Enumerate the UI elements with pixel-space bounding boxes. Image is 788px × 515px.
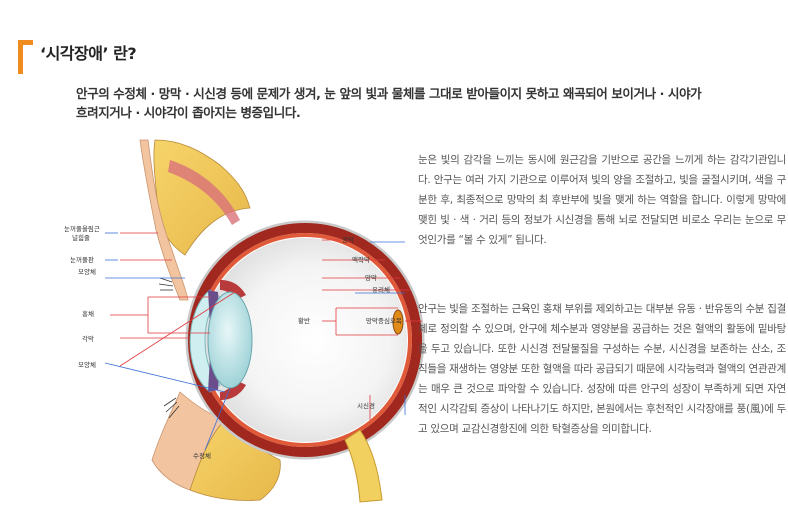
label-iris: 홍채 [82, 309, 94, 318]
title-bracket-decoration [18, 40, 33, 74]
intro-line-1: 안구의 수정체 · 망막 · 시신경 등에 문제가 생겨, 눈 앞의 빛과 물체… [76, 86, 702, 101]
label-sclera: 공막 [342, 235, 354, 244]
label-vitreous: 유리체 [372, 285, 390, 294]
optic-nerve-shape [344, 429, 383, 503]
upper-eyelid-tissue [153, 139, 251, 256]
label-levator-muscle-2: 널힘줄 [72, 233, 90, 242]
macula-spot [392, 309, 404, 335]
eyelid-muscle-band [168, 160, 240, 225]
label-choroid: 맥락막 [352, 255, 370, 264]
intro-text: 안구의 수정체 · 망막 · 시신경 등에 문제가 생겨, 눈 앞의 빛과 물체… [76, 84, 776, 122]
page-title: ‘시각장애’ 란? [40, 44, 137, 63]
label-leader-lines [110, 232, 422, 420]
ciliary-body-lower [220, 380, 246, 400]
eye-cross-section-illustration: 눈꺼풀올림근 널힘줄 눈꺼풀판 모양체 홍채 각막 모양체 수정체 공막 맥락막… [64, 139, 425, 503]
label-ciliary-body-top: 모양체 [78, 268, 96, 276]
label-leader-lines-blue [104, 232, 406, 451]
label-ciliary-body-bottom: 모양체 [78, 361, 96, 369]
label-optic-nerve: 시신경 [357, 401, 375, 410]
lens-shape [207, 291, 253, 389]
label-cornea: 각막 [82, 334, 94, 343]
label-lens: 수정체 [193, 451, 211, 460]
vitreous-body [203, 238, 407, 442]
lower-eyelid-fat [189, 419, 281, 501]
label-fovea: 망막중심오목 [366, 316, 402, 325]
upper-eyelid-skin [139, 139, 189, 301]
label-retina: 망막 [365, 273, 377, 282]
body-paragraph-2: 안구는 빛을 조절하는 근육인 홍채 부위를 제외하고는 대부분 유동 · 반유… [418, 303, 786, 435]
label-tarsal-plate: 눈꺼풀판 [70, 255, 94, 264]
label-levator-muscle-1: 눈꺼풀올림근 [64, 224, 100, 233]
body-paragraph-1: 눈은 빛의 감각을 느끼는 동시에 원근감을 기반으로 공간을 느끼게 하는 감… [418, 154, 786, 246]
eye-anatomy-diagram: 눈꺼풀올림근 널힘줄 눈꺼풀판 모양체 홍채 각막 모양체 수정체 공막 맥락막… [60, 130, 430, 510]
intro-line-2: 흐려지거나 · 시야각이 좁아지는 병증입니다. [76, 105, 301, 120]
label-macula: 황반 [298, 316, 310, 325]
ciliary-body-upper [220, 280, 246, 300]
eyelashes-icon [158, 277, 180, 419]
